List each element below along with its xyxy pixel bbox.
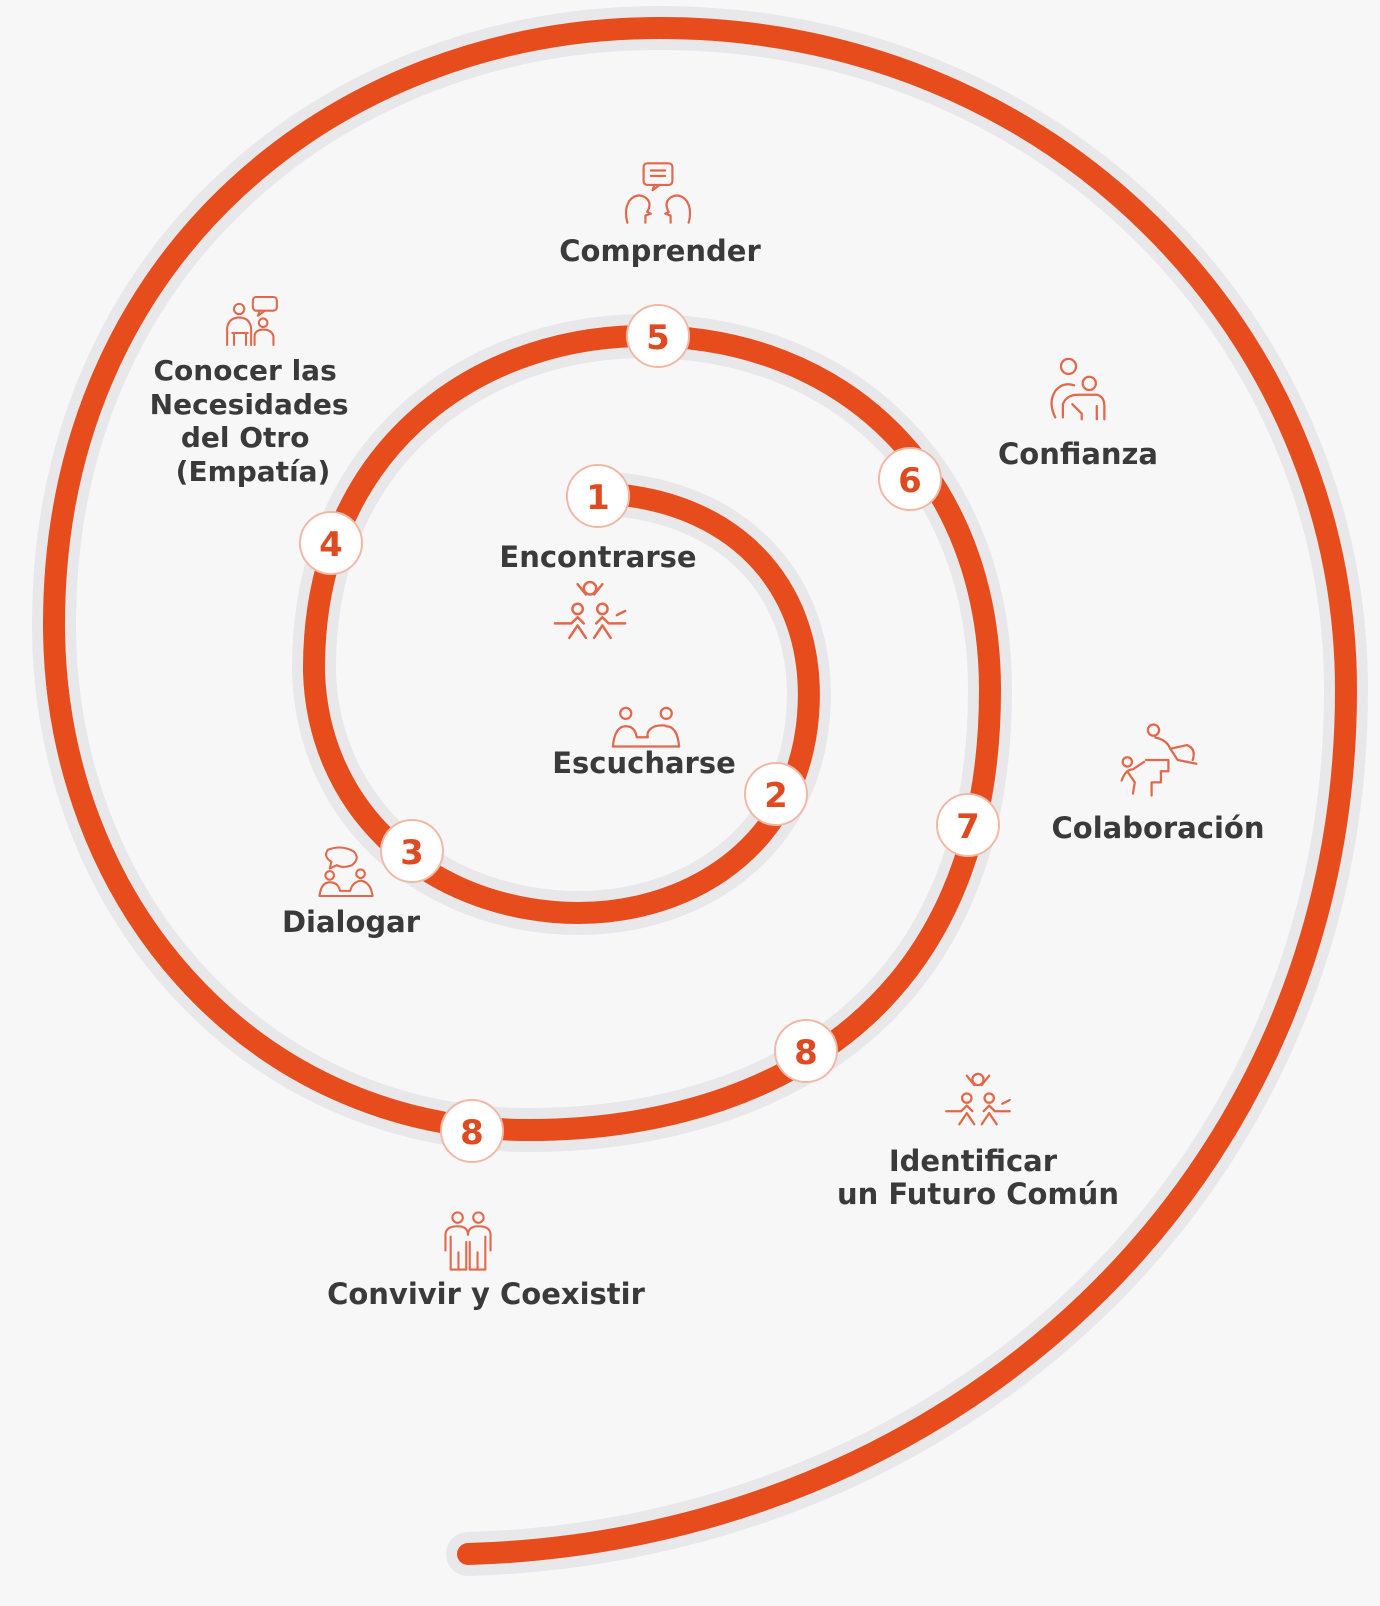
step-7-label: Colaboración	[1052, 811, 1265, 845]
step-4-label-line-1: Conocer las	[153, 354, 336, 387]
step-5: Comprender 5	[559, 162, 761, 368]
step-4-number: 4	[319, 525, 343, 565]
step-2-badge: 2	[744, 762, 808, 826]
step-8-coexist-label: Convivir y Coexistir	[327, 1277, 646, 1311]
step-2-number: 2	[764, 776, 788, 816]
step-1-badge: 1	[566, 464, 630, 528]
two-heads-message-icon	[624, 162, 692, 224]
step-5-label: Comprender	[559, 234, 761, 268]
step-7-number: 7	[956, 807, 980, 847]
step-4-label-line-2: Necesidades	[150, 388, 349, 421]
step-4-label-line-4: (Empatía)	[176, 455, 331, 488]
step-8-number-outer: 8	[460, 1113, 484, 1153]
step-2: Escucharse 2	[552, 706, 808, 826]
step-4-badge: 4	[299, 511, 363, 575]
step-6-number: 6	[898, 461, 922, 501]
step-4-label-line-3: del Otro	[181, 421, 310, 454]
step-8-coexist: 8 Convivir y Coexistir	[327, 1099, 646, 1311]
step-7: Colaboración 7	[936, 723, 1265, 857]
group-celebrating-icon	[945, 1072, 1011, 1126]
spiral-path	[43, 17, 1357, 1565]
step-8-badge-inner: 8	[774, 1019, 838, 1083]
two-people-talking-icon	[611, 706, 681, 748]
step-6-label: Confianza	[998, 437, 1158, 471]
two-people-standing-icon	[444, 1211, 492, 1271]
step-8-future-label: Identificar un Futuro Común	[837, 1144, 1119, 1211]
step-5-badge: 5	[626, 304, 690, 368]
step-1-label: Encontrarse	[499, 540, 696, 574]
people-with-speech-bubble-icon	[226, 295, 278, 347]
step-3-label: Dialogar	[282, 905, 421, 939]
step-8-future-label-line-1: Identificar	[889, 1144, 1058, 1178]
step-3-number: 3	[400, 833, 424, 873]
step-8-future-label-line-2: un Futuro Común	[837, 1177, 1119, 1211]
step-5-number: 5	[646, 318, 670, 358]
step-1: 1 Encontrarse	[499, 464, 697, 640]
two-people-chat-bubble-icon	[318, 846, 374, 898]
step-6: Confianza 6	[878, 357, 1158, 511]
step-4: Conocer las Necesidades del Otro (Empatí…	[150, 295, 363, 575]
step-8-number-inner: 8	[794, 1033, 818, 1073]
step-7-badge: 7	[936, 793, 1000, 857]
step-2-label: Escucharse	[552, 746, 736, 780]
step-4-label: Conocer las Necesidades del Otro (Empatí…	[150, 354, 359, 488]
group-celebrating-icon	[553, 580, 627, 640]
step-8-badge-outer: 8	[440, 1099, 504, 1163]
step-1-number: 1	[586, 478, 610, 518]
helping-climb-icon	[1120, 723, 1198, 797]
step-3-badge: 3	[380, 819, 444, 883]
person-supporting-person-icon	[1050, 357, 1106, 421]
step-8-future: 8 Identificar un Futuro Común	[774, 1019, 1119, 1211]
step-3: 3 Dialogar	[282, 819, 444, 939]
step-6-badge: 6	[878, 447, 942, 511]
